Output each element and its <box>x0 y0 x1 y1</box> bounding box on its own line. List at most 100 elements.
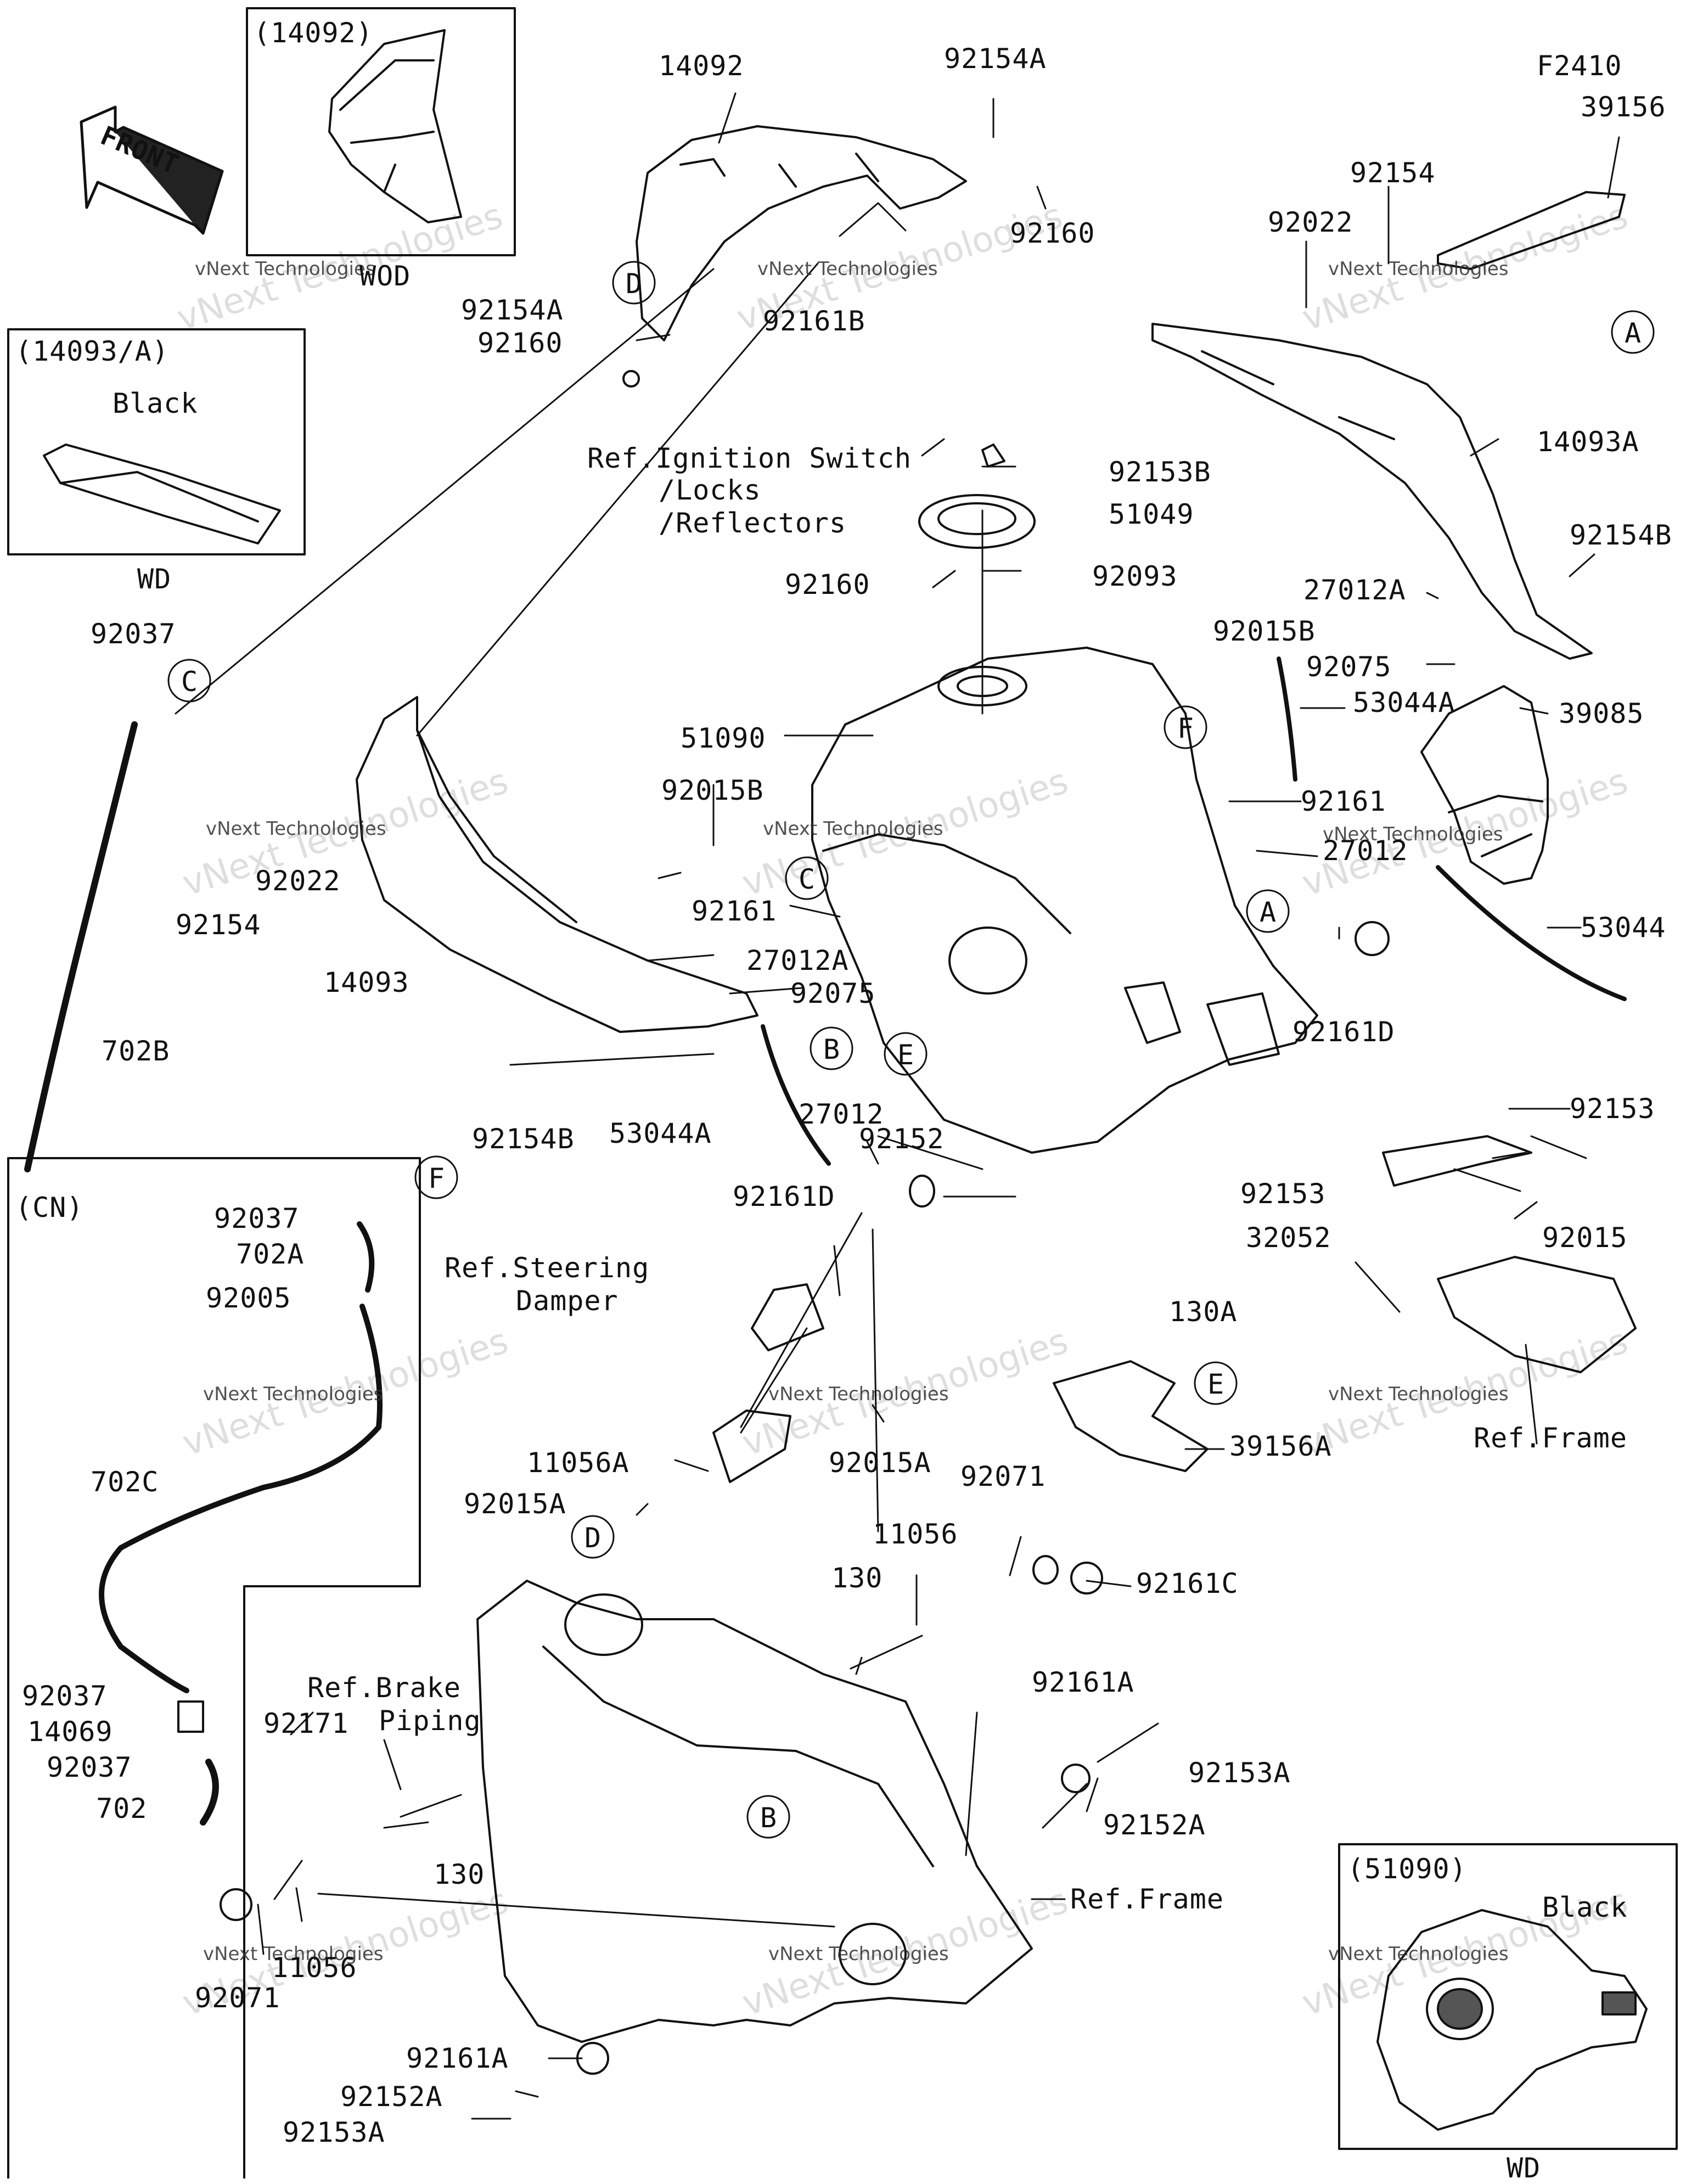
filter-14069-drawing <box>177 1700 204 1733</box>
hose-53044a-drawing <box>1277 656 1297 782</box>
part-label[interactable]: 92154B <box>472 1123 575 1155</box>
watermark: vNext Technologies <box>1328 1943 1509 1965</box>
callout-a: A <box>1625 317 1642 349</box>
part-label[interactable]: 53044A <box>1353 687 1455 718</box>
part-label[interactable]: 51049 <box>1109 498 1194 530</box>
ref-label[interactable]: /Locks <box>659 474 761 506</box>
part-label[interactable]: 92152 <box>859 1123 945 1155</box>
part-label[interactable]: 39156A <box>1229 1430 1332 1462</box>
part-label[interactable]: 39085 <box>1559 698 1644 729</box>
part-label[interactable]: 92015A <box>464 1488 566 1520</box>
part-label[interactable]: 92153A <box>283 2116 385 2148</box>
part-label[interactable]: 92075 <box>790 978 876 1009</box>
part-label[interactable]: 92093 <box>1092 560 1178 592</box>
part-label[interactable]: 92154A <box>944 43 1047 75</box>
part-label[interactable]: 130A <box>1169 1296 1238 1328</box>
watermark: vNext Technologies <box>1323 823 1503 845</box>
part-label[interactable]: 92161D <box>1292 1016 1395 1048</box>
part-label[interactable]: 92075 <box>1306 651 1392 683</box>
part-label[interactable]: 702C <box>91 1466 159 1498</box>
ref-label[interactable]: Ref.Brake <box>307 1672 461 1704</box>
ref-label[interactable]: Damper <box>516 1285 619 1317</box>
part-label[interactable]: 92152A <box>340 2081 443 2113</box>
part-label[interactable]: 53044A <box>609 1118 712 1149</box>
inset-caption-wd: WD <box>137 563 172 595</box>
part-label[interactable]: 92153B <box>1109 456 1211 488</box>
part-label[interactable]: 92161 <box>692 895 777 927</box>
ref-label[interactable]: /Reflectors <box>659 507 847 539</box>
part-label[interactable]: 14093 <box>324 967 409 998</box>
inset-note-black: Black <box>1542 1891 1628 1923</box>
part-label[interactable]: 92037 <box>47 1751 132 1783</box>
ref-label[interactable]: Ref.Frame <box>1474 1422 1627 1454</box>
watermark: vNext Technologies <box>195 258 375 280</box>
part-label[interactable]: 14069 <box>27 1716 113 1748</box>
plate-32052-drawing <box>1382 1135 1532 1187</box>
part-label[interactable]: 92154A <box>461 294 564 326</box>
ref-label[interactable]: Piping <box>379 1705 481 1737</box>
ref-label[interactable]: Ref.Frame <box>1070 1883 1224 1915</box>
part-label[interactable]: 11056A <box>527 1447 630 1479</box>
part-label[interactable]: 92160 <box>785 569 870 600</box>
callout-c: C <box>799 863 816 895</box>
part-label[interactable]: 14092 <box>659 50 744 82</box>
part-label[interactable]: 32052 <box>1246 1222 1331 1254</box>
part-label[interactable]: 92161D <box>733 1181 835 1212</box>
part-label[interactable]: 92153 <box>1240 1178 1326 1210</box>
part-label[interactable]: 92015A <box>829 1447 931 1479</box>
part-label[interactable]: 92071 <box>195 1982 280 2014</box>
part-label[interactable]: 27012A <box>746 945 849 976</box>
part-label[interactable]: 11056 <box>873 1518 958 1550</box>
part-label[interactable]: 14093A <box>1537 426 1639 458</box>
part-label[interactable]: 92160 <box>477 327 563 359</box>
frame-bracket-drawing <box>1437 1256 1637 1373</box>
callout-a: A <box>1260 896 1277 928</box>
part-label[interactable]: 27012A <box>1303 574 1406 606</box>
part-label[interactable]: 92161 <box>1301 785 1386 817</box>
part-label[interactable]: 53044 <box>1581 912 1666 944</box>
watermark: vNext Technologies <box>763 818 943 840</box>
inset-title-cn: (CN) <box>15 1192 84 1223</box>
part-label[interactable]: 130 <box>434 1859 485 1890</box>
part-label[interactable]: 92015B <box>661 774 764 806</box>
bracket-11056a-drawing <box>712 1410 791 1483</box>
part-label[interactable]: 92015 <box>1542 1222 1628 1254</box>
part-label[interactable]: 92153 <box>1570 1093 1655 1125</box>
part-label[interactable]: 27012 <box>799 1098 884 1130</box>
part-label[interactable]: 702A <box>236 1238 305 1270</box>
part-label[interactable]: 51090 <box>681 722 766 754</box>
part-label[interactable]: 130 <box>831 1562 883 1594</box>
inset-box-51090 <box>1338 1843 1678 2150</box>
part-label[interactable]: 92154 <box>176 909 261 941</box>
part-label[interactable]: 92005 <box>206 1282 291 1314</box>
part-label[interactable]: 92154B <box>1570 519 1672 551</box>
part-label[interactable]: 92154 <box>1350 157 1436 189</box>
hose-702c-drawing <box>99 1221 383 1693</box>
part-label[interactable]: 92022 <box>255 865 341 897</box>
ref-label[interactable]: Ref.Steering <box>445 1252 650 1284</box>
part-label[interactable]: 92015B <box>1213 615 1316 647</box>
part-label[interactable]: 92022 <box>1268 206 1353 238</box>
part-label[interactable]: 92153A <box>1188 1757 1291 1789</box>
ref-label[interactable]: Ref.Ignition Switch <box>587 442 912 474</box>
hardware-drawing <box>220 370 1390 2075</box>
part-label[interactable]: 92160 <box>1010 217 1095 249</box>
inset-note-black: Black <box>113 388 198 419</box>
hose-702b-drawing <box>24 721 138 1172</box>
part-label[interactable]: 39156 <box>1581 91 1666 123</box>
part-label[interactable]: 27012 <box>1323 835 1408 867</box>
callout-e: E <box>897 1039 915 1071</box>
part-label[interactable]: 92171 <box>263 1708 349 1739</box>
part-label[interactable]: 92037 <box>91 618 176 650</box>
part-label[interactable]: 92161A <box>1032 1666 1134 1698</box>
part-label[interactable]: 92161A <box>406 2042 509 2074</box>
part-label[interactable]: 11056 <box>272 1952 357 1984</box>
part-label[interactable]: 702 <box>96 1793 148 1824</box>
part-label[interactable]: 92152A <box>1103 1809 1206 1841</box>
part-label[interactable]: 92161C <box>1136 1568 1239 1599</box>
part-label[interactable]: 92037 <box>22 1680 108 1712</box>
part-label[interactable]: 92037 <box>214 1203 300 1234</box>
part-label[interactable]: 92071 <box>960 1461 1046 1492</box>
part-label[interactable]: 92161B <box>763 305 866 337</box>
part-label[interactable]: 702B <box>102 1035 170 1067</box>
